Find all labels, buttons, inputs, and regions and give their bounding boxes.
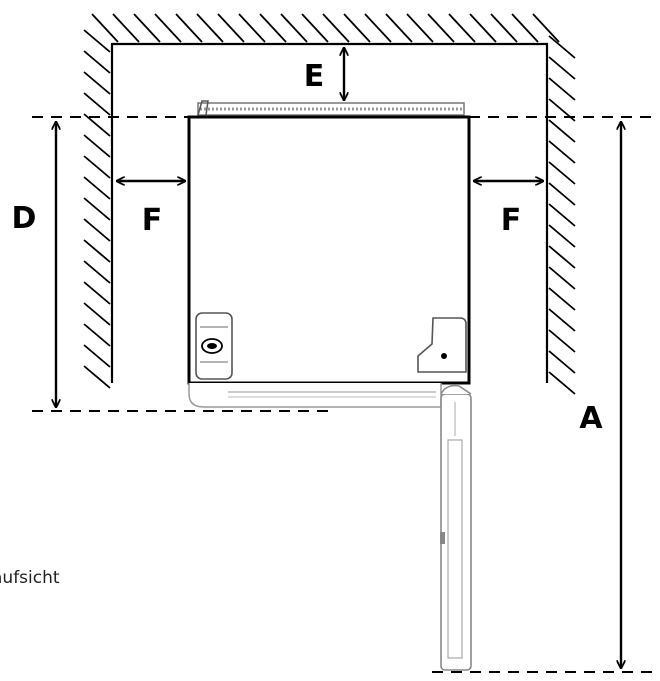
hatch-stroke xyxy=(548,245,576,269)
label-f-left: F xyxy=(142,203,163,238)
hatch-stroke xyxy=(83,344,111,368)
hatch-stroke xyxy=(548,56,576,80)
hatch-stroke xyxy=(322,13,350,43)
hatch-stroke xyxy=(532,13,560,43)
niche-wall xyxy=(110,42,549,383)
hatch-stroke xyxy=(83,113,111,137)
hatch-stroke xyxy=(548,161,576,185)
hatch-stroke xyxy=(548,35,576,59)
label-e: E xyxy=(304,59,325,94)
hatch-stroke xyxy=(511,13,539,43)
hatch-stroke xyxy=(83,260,111,284)
hatch-stroke xyxy=(83,134,111,158)
hatch-stroke xyxy=(259,13,287,43)
hatch-stroke xyxy=(548,182,576,206)
dimension-arrows xyxy=(56,48,621,668)
appliance-top-view xyxy=(187,100,472,671)
hatch-stroke xyxy=(83,71,111,95)
hatch-stroke xyxy=(427,13,455,43)
hatch-stroke xyxy=(548,77,576,101)
hatch-stroke xyxy=(83,92,111,116)
hatch-stroke xyxy=(133,13,161,43)
hatch-stroke xyxy=(217,13,245,43)
label-a: A xyxy=(579,401,603,436)
hatch-stroke xyxy=(83,176,111,200)
hinge-right xyxy=(417,317,467,373)
hatch-stroke xyxy=(83,323,111,347)
hatch-stroke xyxy=(83,50,111,74)
hatch-stroke xyxy=(448,13,476,43)
hatch-stroke xyxy=(91,13,119,43)
hatch-stroke xyxy=(83,302,111,326)
hatch-stroke xyxy=(301,13,329,43)
hatch-stroke xyxy=(548,350,576,374)
hatch-stroke xyxy=(83,239,111,263)
hatch-stroke xyxy=(175,13,203,43)
hinge-left xyxy=(195,312,233,380)
hatch-stroke xyxy=(406,13,434,43)
hatch-stroke xyxy=(548,287,576,311)
wall-hatching-top xyxy=(91,13,560,43)
hatch-stroke xyxy=(83,281,111,305)
hatch-stroke xyxy=(112,13,140,43)
hatch-stroke xyxy=(83,197,111,221)
door-opened xyxy=(440,384,472,671)
hatch-stroke xyxy=(196,13,224,43)
rear-grille xyxy=(197,102,465,116)
hatch-stroke xyxy=(83,29,111,53)
label-d: D xyxy=(12,201,37,236)
wall-hatching-right xyxy=(548,35,576,395)
hatch-stroke xyxy=(238,13,266,43)
hatch-stroke xyxy=(83,155,111,179)
view-caption: aufsicht xyxy=(0,568,60,588)
wall-hatching-left xyxy=(83,29,111,389)
hatch-stroke xyxy=(548,329,576,353)
hatch-stroke xyxy=(490,13,518,43)
hatch-stroke xyxy=(83,365,111,389)
hatch-stroke xyxy=(548,119,576,143)
hatch-stroke xyxy=(343,13,371,43)
hatch-stroke xyxy=(548,203,576,227)
hatch-stroke xyxy=(469,13,497,43)
hatch-stroke xyxy=(154,13,182,43)
hatch-stroke xyxy=(83,218,111,242)
hatch-stroke xyxy=(385,13,413,43)
hatch-stroke xyxy=(364,13,392,43)
hatch-stroke xyxy=(548,308,576,332)
hatch-stroke xyxy=(280,13,308,43)
hatch-stroke xyxy=(548,266,576,290)
hatch-stroke xyxy=(548,224,576,248)
door-edge xyxy=(188,383,442,408)
hatch-stroke xyxy=(548,371,576,395)
hatch-stroke xyxy=(548,140,576,164)
label-f-right: F xyxy=(501,203,522,238)
appliance-body xyxy=(187,115,471,385)
